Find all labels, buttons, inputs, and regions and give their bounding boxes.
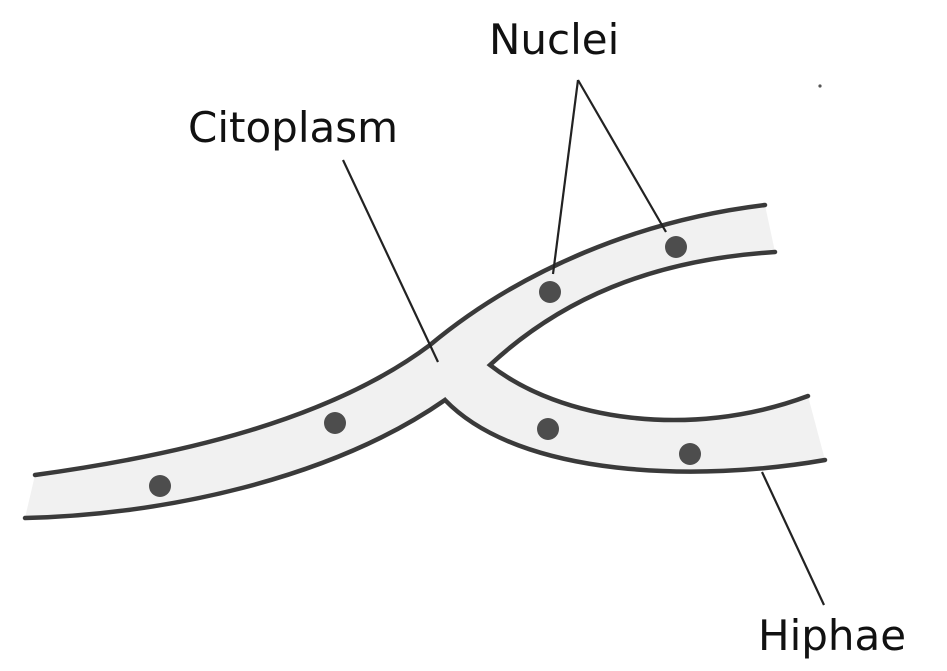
hyphae-label: Hiphae xyxy=(758,611,906,660)
cytoplasm-leader-line xyxy=(343,160,438,362)
nuclei-leader-line-right xyxy=(578,80,666,232)
nucleus-dot xyxy=(324,412,346,434)
nucleus-dot xyxy=(149,475,171,497)
nucleus-dot xyxy=(539,281,561,303)
nucleus-dot xyxy=(665,236,687,258)
hyphae-leader-line xyxy=(762,472,824,605)
cytoplasm-label: Citoplasm xyxy=(188,103,398,152)
nucleus-dot xyxy=(679,443,701,465)
nuclei-label: Nuclei xyxy=(489,15,619,64)
nuclei-leader-line-left xyxy=(553,80,578,274)
speck-mark xyxy=(818,84,821,87)
nucleus-dot xyxy=(537,418,559,440)
